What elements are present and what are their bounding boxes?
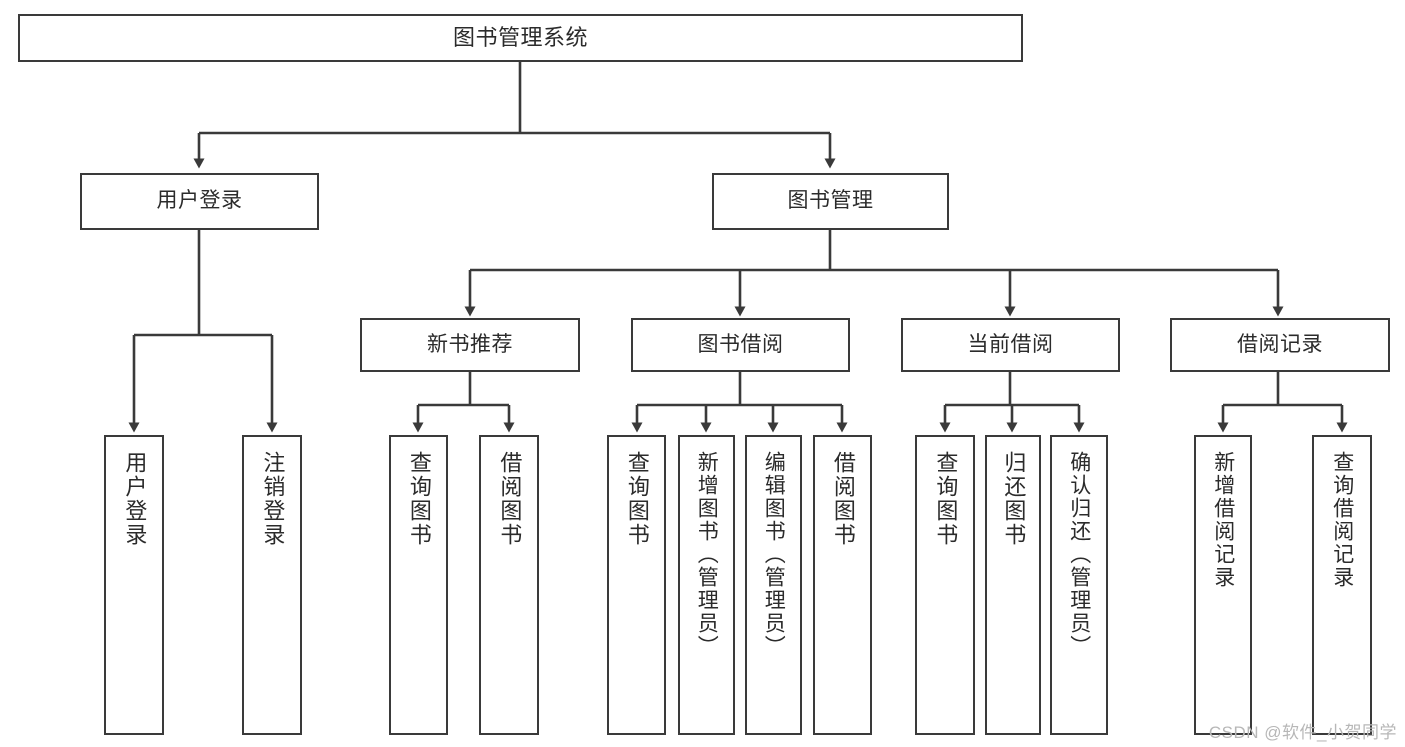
leaf-user-login[interactable]: 用户登录 <box>104 435 164 735</box>
node-label: 借阅图书 <box>497 451 523 547</box>
node-label: 用户登录 <box>122 451 148 547</box>
node-label: 图书借阅 <box>697 332 784 356</box>
node-label: 查询图书 <box>933 451 959 547</box>
node-label: 新书推荐 <box>427 332 513 356</box>
leaf-return-book[interactable]: 归还图书 <box>985 435 1041 735</box>
leaf-logout[interactable]: 注销登录 <box>242 435 302 735</box>
leaf-borrow-book-recommendation[interactable]: 借阅图书 <box>479 435 539 735</box>
leaf-query-borrowing-record[interactable]: 查询借阅记录 <box>1312 435 1372 735</box>
node-user-login[interactable]: 用户登录 <box>80 173 319 230</box>
node-book-management-system[interactable]: 图书管理系统 <box>18 14 1023 62</box>
node-current-borrowing[interactable]: 当前借阅 <box>901 318 1120 372</box>
node-label: 新增借阅记录 <box>1211 451 1235 589</box>
leaf-borrow-book[interactable]: 借阅图书 <box>813 435 872 735</box>
node-label: 归还图书 <box>1001 451 1027 547</box>
node-book-management[interactable]: 图书管理 <box>712 173 949 230</box>
leaf-confirm-return-admin[interactable]: 确认归还（管理员） <box>1050 435 1108 735</box>
leaf-edit-book-admin[interactable]: 编辑图书（管理员） <box>745 435 802 735</box>
leaf-query-book-current[interactable]: 查询图书 <box>915 435 975 735</box>
node-label: 确认归还（管理员） <box>1067 451 1091 658</box>
node-label: 编辑图书（管理员） <box>762 451 786 658</box>
node-label: 当前借阅 <box>967 332 1054 356</box>
node-label: 用户登录 <box>156 189 243 213</box>
node-label: 注销登录 <box>260 451 286 547</box>
node-book-borrowing[interactable]: 图书借阅 <box>631 318 850 372</box>
node-label: 查询借阅记录 <box>1330 451 1354 589</box>
node-label: 借阅记录 <box>1237 332 1323 356</box>
node-label: 图书管理 <box>787 189 874 213</box>
leaf-query-book-borrowing[interactable]: 查询图书 <box>607 435 666 735</box>
leaf-query-book-recommendation[interactable]: 查询图书 <box>389 435 448 735</box>
leaf-add-borrowing-record[interactable]: 新增借阅记录 <box>1194 435 1252 735</box>
leaf-add-book-admin[interactable]: 新增图书（管理员） <box>678 435 735 735</box>
node-borrowing-record[interactable]: 借阅记录 <box>1170 318 1390 372</box>
node-label: 查询图书 <box>624 451 650 547</box>
node-new-book-recommendation[interactable]: 新书推荐 <box>360 318 580 372</box>
node-label: 图书管理系统 <box>452 25 588 51</box>
node-label: 查询图书 <box>406 451 432 547</box>
node-label: 新增图书（管理员） <box>695 451 719 658</box>
node-label: 借阅图书 <box>830 451 856 547</box>
